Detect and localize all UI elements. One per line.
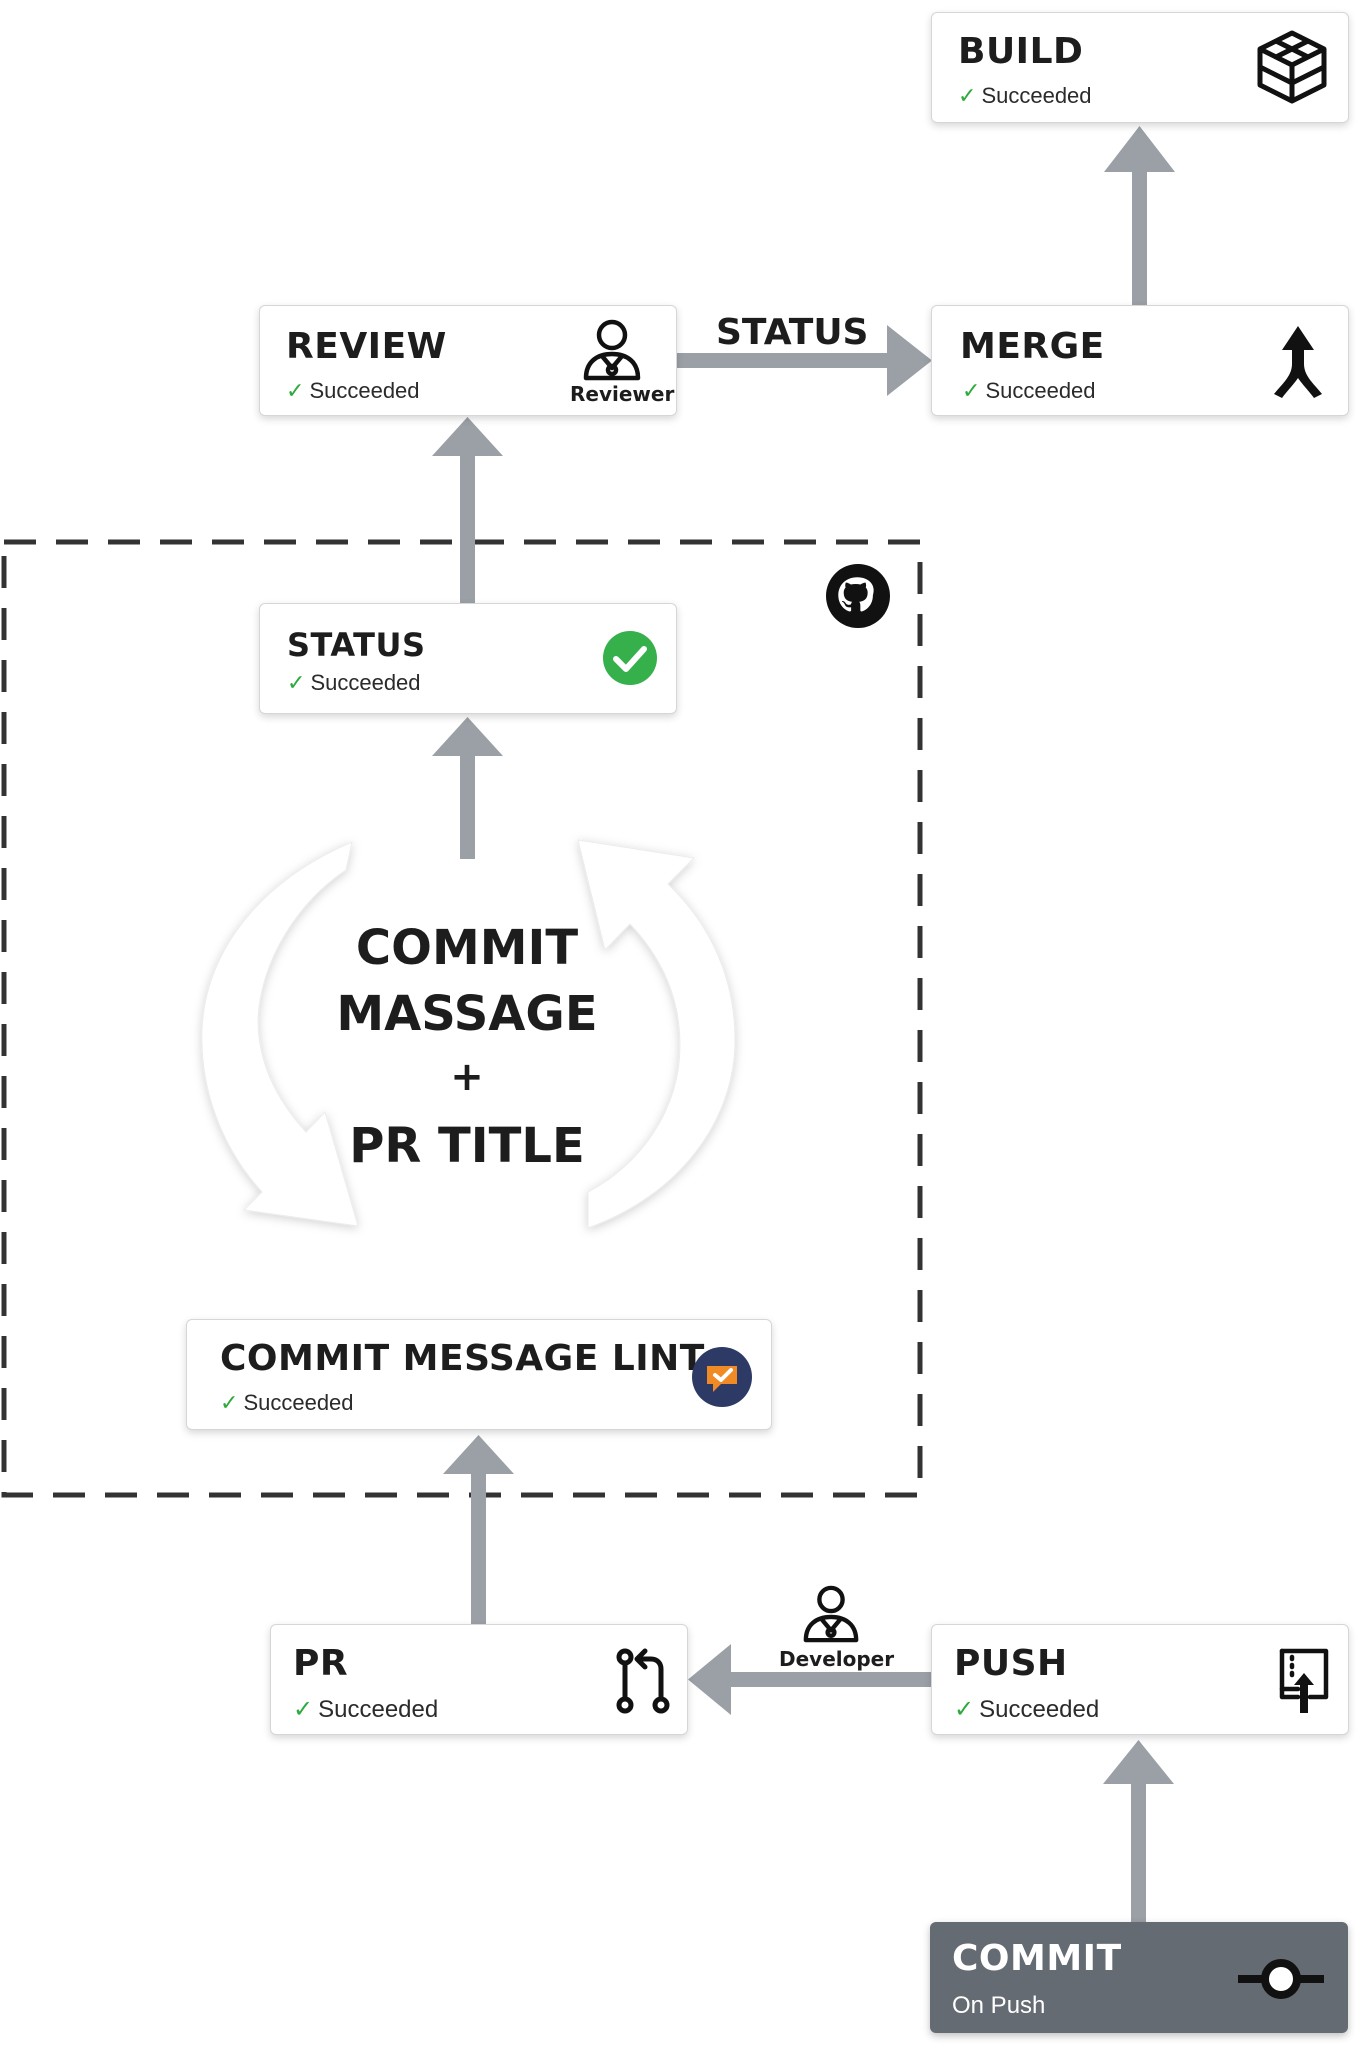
lint-status-text: Succeeded <box>243 1390 354 1415</box>
review-status: ✓Succeeded <box>286 378 420 404</box>
check-icon: ✓ <box>293 1695 314 1723</box>
push-status: ✓Succeeded <box>954 1695 1099 1724</box>
review-to-merge-label: STATUS <box>716 312 869 353</box>
arrow-review-to-merge <box>675 325 932 396</box>
check-icon: ✓ <box>287 671 306 696</box>
push-icon <box>1279 1648 1329 1713</box>
commit-node-icon <box>1238 1959 1324 1999</box>
arrow-commit-to-push <box>1103 1740 1174 1922</box>
lint-title: COMMIT MESSAGE LINT <box>220 1338 705 1379</box>
review-title: REVIEW <box>286 326 447 367</box>
build-status: ✓Succeeded <box>958 83 1092 109</box>
pr-node[interactable]: PR ✓Succeeded <box>270 1624 688 1735</box>
merge-icon <box>1274 326 1322 398</box>
build-node[interactable]: BUILD ✓Succeeded <box>931 12 1349 123</box>
cycle-line-4: PR TITLE <box>349 1118 585 1174</box>
check-icon: ✓ <box>220 1391 239 1416</box>
pull-request-icon <box>616 1648 670 1714</box>
merge-status: ✓Succeeded <box>962 378 1096 404</box>
commit-lint-icon <box>692 1347 752 1407</box>
push-node[interactable]: PUSH ✓Succeeded <box>931 1624 1349 1735</box>
review-status-text: Succeeded <box>309 378 420 403</box>
lint-status: ✓Succeeded <box>220 1390 354 1416</box>
cycle-line-3: + <box>450 1054 484 1100</box>
check-icon: ✓ <box>954 1695 975 1723</box>
push-status-text: Succeeded <box>979 1696 1100 1723</box>
status-title: STATUS <box>287 626 426 664</box>
cycle-arrows <box>201 839 736 1229</box>
developer-caption: Developer <box>779 1647 895 1671</box>
cycle-arrow-right <box>577 839 736 1229</box>
cycle-line-1: COMMIT <box>355 920 579 976</box>
commit-message-lint-node[interactable]: COMMIT MESSAGE LINT ✓Succeeded <box>186 1319 772 1430</box>
developer-person-icon <box>803 1585 859 1643</box>
push-title: PUSH <box>954 1643 1068 1684</box>
pr-status: ✓Succeeded <box>293 1695 438 1724</box>
status-status-text: Succeeded <box>310 670 421 695</box>
review-node[interactable]: REVIEW ✓Succeeded Reviewer <box>259 305 677 416</box>
merge-node[interactable]: MERGE ✓Succeeded <box>931 305 1349 416</box>
merge-status-text: Succeeded <box>985 378 1096 403</box>
arrow-cycle-to-status <box>432 717 503 859</box>
build-status-text: Succeeded <box>981 83 1092 108</box>
pr-status-text: Succeeded <box>318 1696 439 1723</box>
arrow-pr-to-lint <box>443 1435 514 1626</box>
arrow-status-to-review <box>432 417 503 604</box>
reviewer-person-icon <box>583 319 641 381</box>
check-icon: ✓ <box>958 84 977 109</box>
commit-title: COMMIT <box>952 1938 1122 1979</box>
pr-title: PR <box>293 1643 349 1684</box>
cycle-line-2: MASSAGE <box>336 986 598 1042</box>
status-node[interactable]: STATUS ✓Succeeded <box>259 603 677 714</box>
arrow-push-to-pr <box>688 1644 931 1715</box>
cycle-arrow-left <box>201 841 359 1227</box>
status-status: ✓Succeeded <box>287 670 421 696</box>
commit-node[interactable]: COMMIT On Push <box>930 1922 1348 2033</box>
build-title: BUILD <box>958 31 1084 72</box>
commit-status: On Push <box>952 1992 1046 2019</box>
check-icon: ✓ <box>962 379 981 404</box>
merge-title: MERGE <box>960 326 1105 367</box>
github-icon <box>826 564 890 628</box>
check-icon: ✓ <box>286 379 305 404</box>
arrow-merge-to-build <box>1104 126 1175 306</box>
check-circle-icon <box>603 631 657 685</box>
cube-icon <box>1257 30 1327 104</box>
reviewer-caption: Reviewer <box>570 382 675 406</box>
